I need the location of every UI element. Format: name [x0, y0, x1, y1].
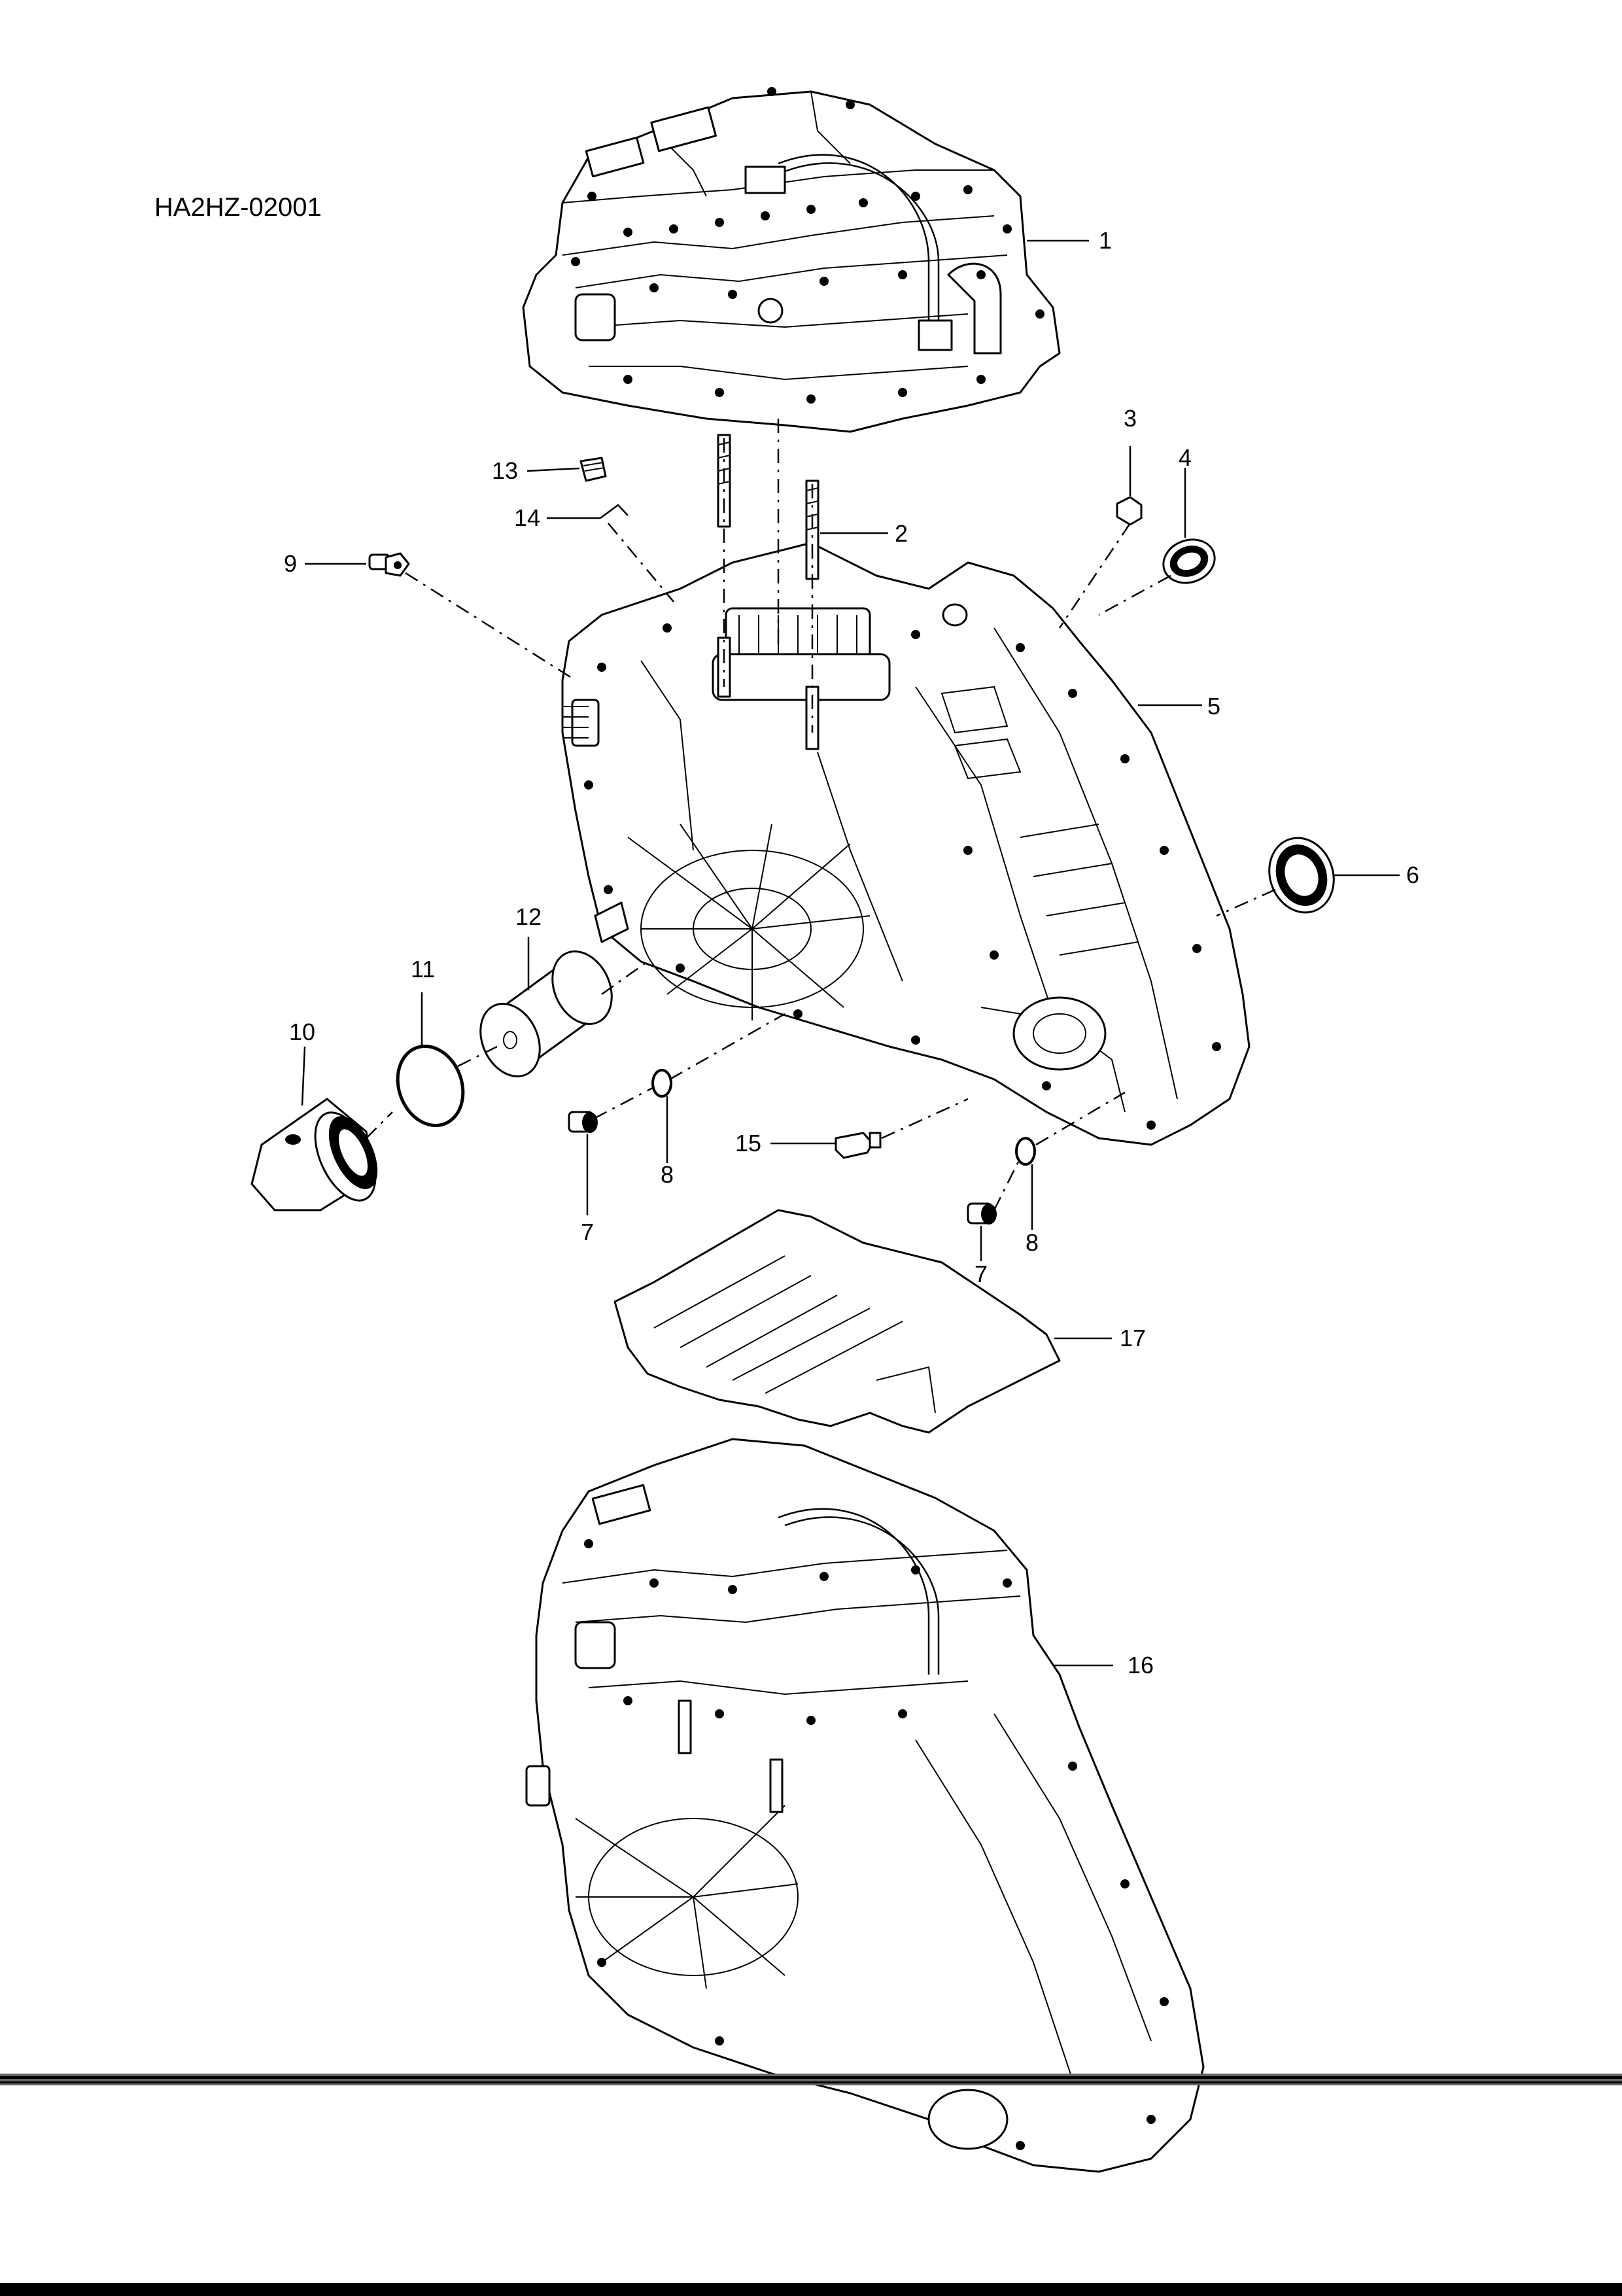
callout-9: 9: [284, 550, 297, 577]
callout-4: 4: [1179, 444, 1192, 471]
part-16-complete-assembly: [525, 1438, 1205, 2173]
callout-3: 3: [1124, 405, 1137, 432]
leader-lines: [301, 239, 1400, 1667]
part-1-inverter-unit: [522, 87, 1061, 433]
callout-16: 16: [1128, 1652, 1154, 1679]
callout-7a: 7: [581, 1219, 594, 1245]
callout-2: 2: [895, 520, 908, 547]
callout-11: 11: [411, 956, 435, 983]
assembly-lines: [366, 419, 1276, 1211]
part-7-drain-plug-b: [967, 1202, 997, 1225]
part-6-oil-seal: [1268, 837, 1335, 914]
part-13-plug: [579, 457, 607, 482]
callout-5: 5: [1207, 693, 1220, 720]
part-8-gasket-b: [1015, 1137, 1036, 1166]
callout-17: 17: [1120, 1325, 1146, 1351]
part-4-oil-seal: [1162, 538, 1216, 584]
callout-8b: 8: [1026, 1229, 1039, 1256]
part-8-gasket-a: [651, 1069, 672, 1098]
part-15-sensor: [835, 1132, 882, 1159]
callout-1: 1: [1099, 227, 1112, 254]
part-11-o-ring: [396, 1044, 465, 1128]
diagram-code: HA2HZ-02001: [154, 193, 322, 222]
part-9-breather-plug: [368, 552, 410, 577]
part-3-nut: [1116, 496, 1143, 526]
callout-12: 12: [515, 903, 542, 930]
part-14-gasket: [600, 504, 629, 519]
callout-13: 13: [492, 457, 518, 484]
callout-15: 15: [735, 1130, 761, 1157]
callout-14: 14: [514, 504, 540, 531]
part-17-under-cover: [613, 1209, 1061, 1434]
callout-6: 6: [1406, 861, 1419, 888]
callout-labels: 1 2 3 4 5 6 7 7 8 8 9 10 11 12 13 14 15 …: [284, 227, 1419, 1679]
callout-8a: 8: [661, 1161, 674, 1188]
part-5-transaxle-housing: [561, 542, 1251, 1146]
part-10-filter-cap: [250, 1098, 378, 1211]
scan-artifact-band: [0, 2074, 1622, 2296]
part-7-drain-plug-a: [568, 1111, 598, 1133]
callout-10: 10: [289, 1018, 315, 1045]
part-12-filter-element: [479, 950, 613, 1077]
callout-7b: 7: [975, 1261, 988, 1287]
